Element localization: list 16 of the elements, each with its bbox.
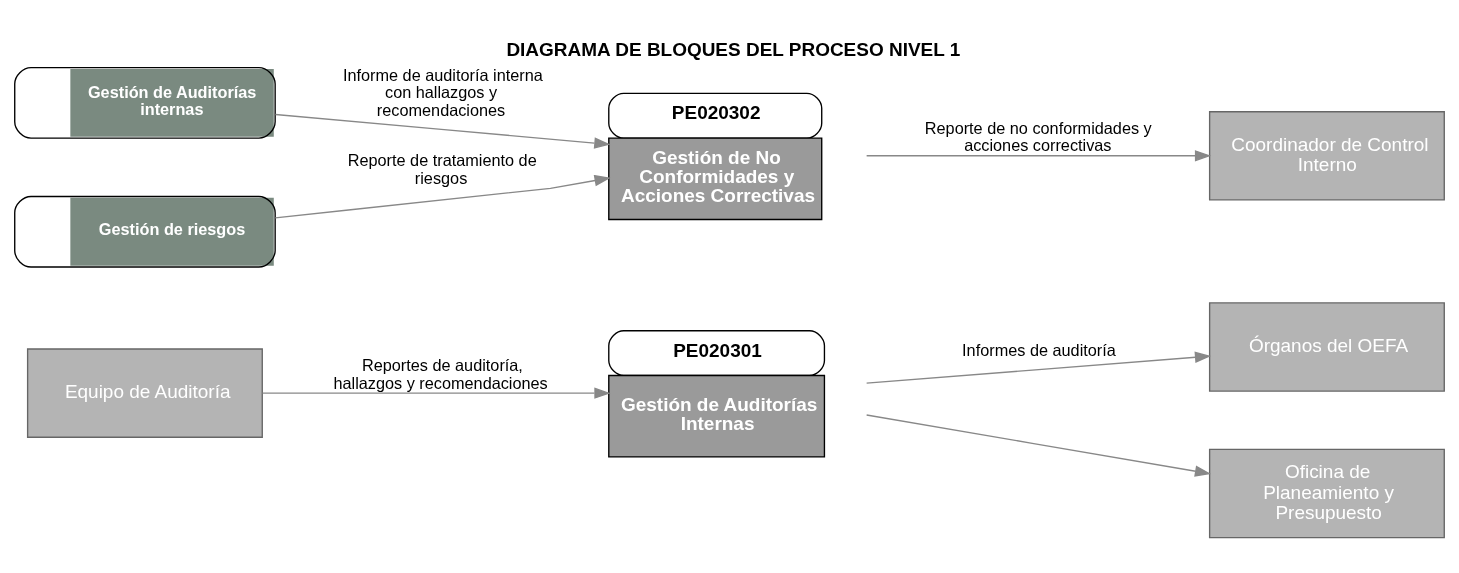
- arrow: [274, 174, 611, 219]
- edge-label: Reportes de auditoría, hallazgos y recomendaciones: [333, 355, 548, 392]
- edge-label: Reporte de tratamiento de riesgos: [347, 150, 537, 187]
- arrow: [865, 351, 1212, 384]
- node-box: Oficina de Planeamiento y Presupuesto: [1208, 448, 1445, 538]
- node-box: Coordinador de Control Interno: [1208, 110, 1445, 201]
- node-box: Órganos del OEFA: [1208, 301, 1445, 392]
- node-box: Equipo de Auditoría: [26, 347, 263, 438]
- arrow: [865, 413, 1212, 477]
- arrow: [274, 113, 611, 149]
- arrow: [865, 149, 1212, 161]
- edge-label: Informes de auditoría: [962, 340, 1116, 359]
- edge-label: Reporte de no conformidades y acciones correctivas: [924, 118, 1152, 154]
- diagram-title: DIAGRAMA DE BLOQUES DEL PROCESO NIVEL 1: [506, 38, 961, 60]
- edge-label: Informe de auditoría interna con hallazgos y recomendaciones: [342, 65, 543, 119]
- arrow: [261, 386, 611, 399]
